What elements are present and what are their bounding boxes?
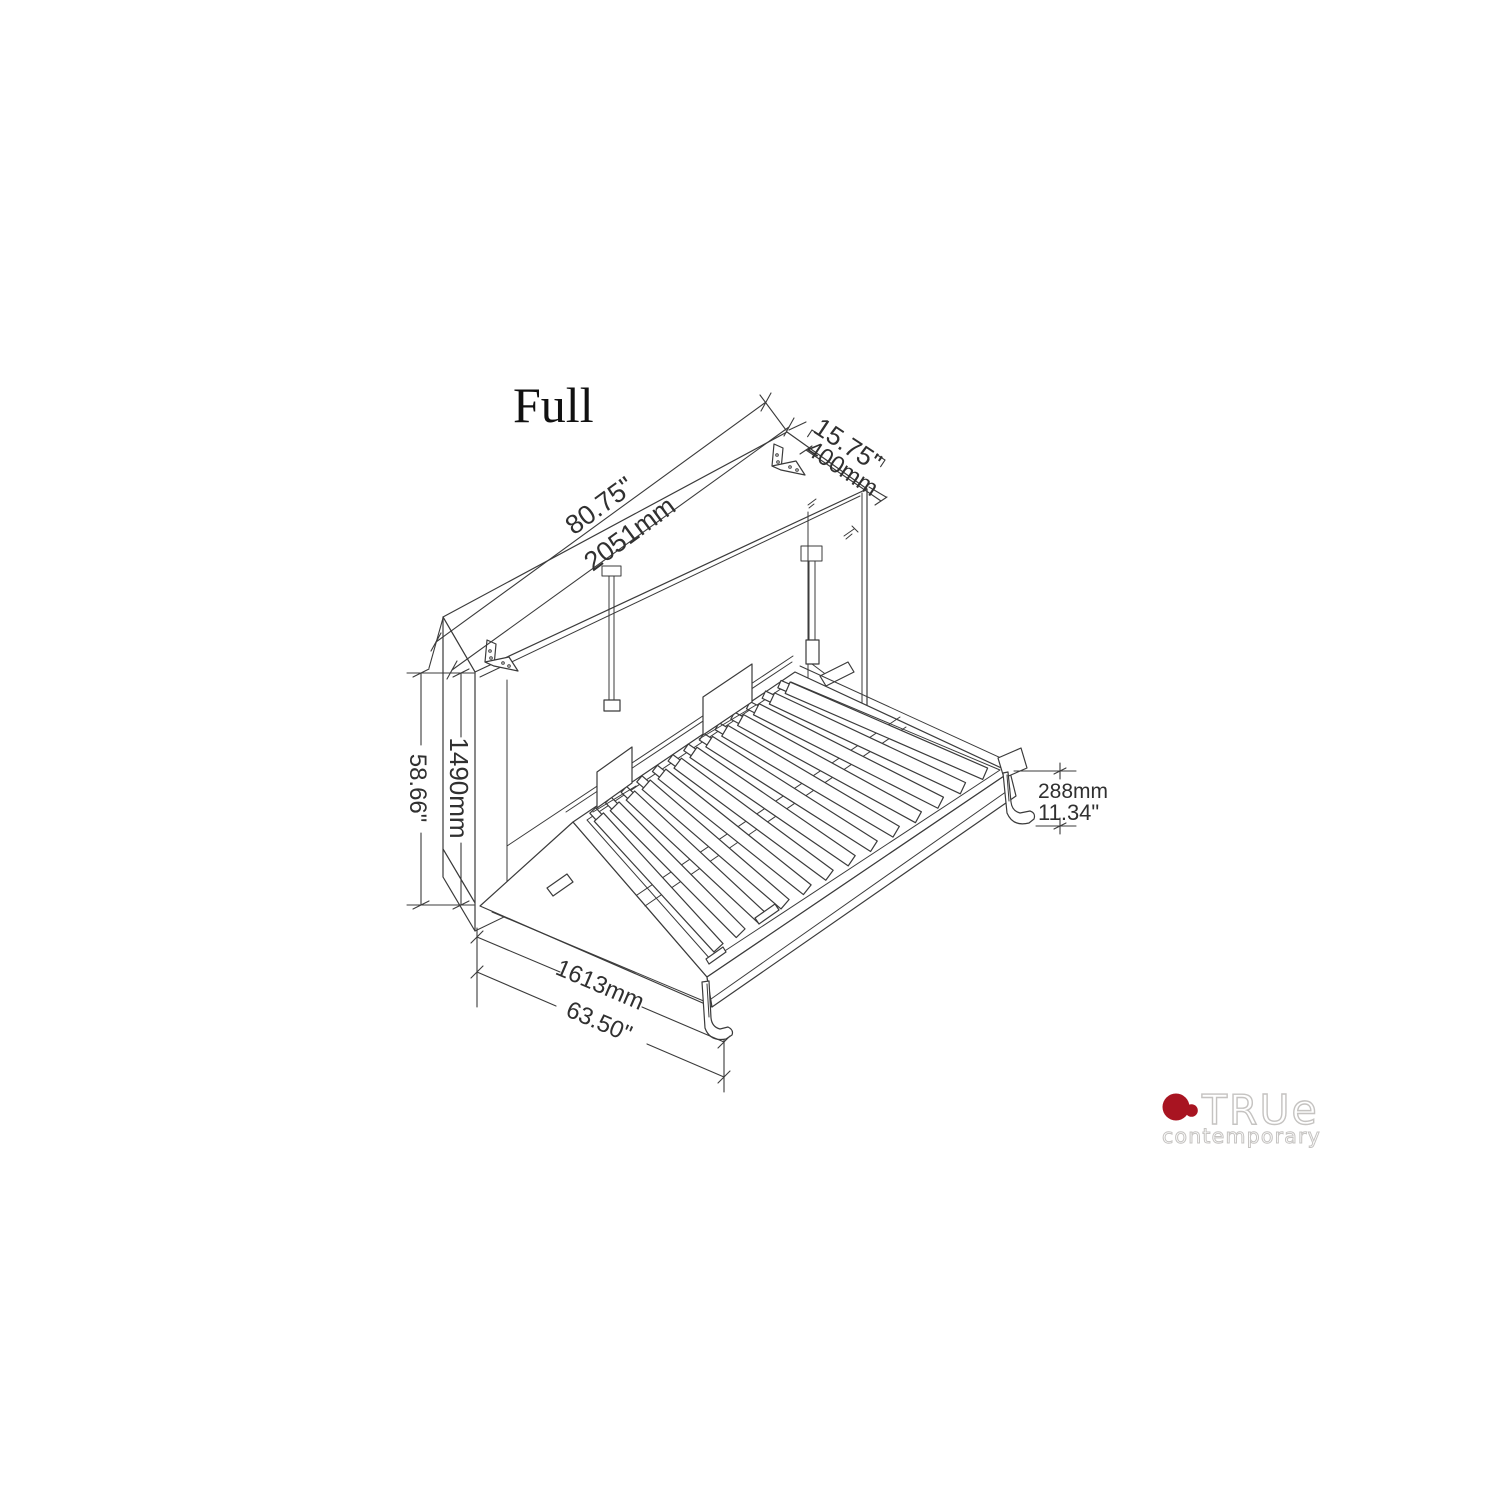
frame-latch [754, 903, 780, 925]
slat [641, 779, 790, 910]
dimension-line [435, 401, 767, 643]
dim-cabinet-height: 58.66" 1490mm [404, 668, 475, 910]
extension-line [868, 486, 887, 498]
dimension-ticks [430, 392, 795, 680]
size-title: Full [513, 377, 594, 433]
gas-strut-right [800, 545, 855, 687]
bracket-hole [788, 465, 792, 469]
gas-strut-left [601, 565, 622, 712]
dim-height-inches: 58.66" [404, 754, 431, 823]
strut-top-mount [800, 545, 823, 562]
leg-inner-line [706, 983, 710, 1018]
slat [768, 692, 967, 795]
leg-inner-line [1006, 774, 1010, 802]
dimension-line [805, 449, 882, 502]
logo-brand-text: TRUe [1201, 1086, 1319, 1134]
corner-block [997, 747, 1028, 779]
strut-top-mount-left [601, 565, 622, 577]
dim-leg-height: 288mm 11.34" [1013, 762, 1108, 835]
bracket-hole [501, 661, 505, 665]
cabinet-top-face [442, 431, 868, 673]
bracket-hole [775, 453, 779, 457]
slat [784, 681, 989, 780]
dimension-line [476, 971, 725, 1078]
bracket-hole [795, 468, 799, 472]
strut-rod [808, 560, 816, 641]
strut-rod-left [608, 575, 615, 701]
right-rail-outer-line [799, 665, 1015, 765]
bracket-hole [507, 664, 511, 668]
slat [752, 703, 945, 809]
slat [705, 735, 878, 853]
bracket-hook-right [876, 453, 886, 468]
front-right-leg [1002, 771, 1036, 825]
dimension-ticks [470, 965, 731, 1084]
strut-foot-left [603, 699, 621, 712]
hinge-bracket [546, 873, 574, 897]
mattress-retainer-plate [596, 746, 633, 809]
cabinet-top-front-edge-inner [479, 495, 861, 678]
logo-tagline-text: contemporary [1162, 1124, 1321, 1148]
wall-bracket-left [484, 639, 519, 672]
dimension-line [451, 426, 790, 671]
slat [673, 757, 834, 881]
slat [689, 746, 856, 867]
slats [589, 679, 989, 953]
dim-leg-mm: 288mm [1038, 780, 1108, 803]
screw-icon [807, 498, 817, 509]
frame-latch [705, 946, 727, 965]
strut-lower-bracket [819, 661, 855, 687]
bracket-hole [776, 460, 780, 464]
dimension-ticks [470, 930, 731, 1049]
dimension-ticks [1053, 767, 1067, 830]
slat [737, 713, 922, 824]
wall-bracket-right [771, 443, 806, 476]
leg-shape [1002, 771, 1036, 825]
logo-dot-large [1162, 1093, 1190, 1121]
dimension-ticks [412, 668, 470, 910]
logo-dot-small [1185, 1104, 1198, 1117]
bed-platform [479, 661, 1036, 1041]
platform-front-inner-line [710, 788, 1011, 1000]
extension-line [788, 421, 807, 431]
strut-piston [805, 639, 820, 665]
slat [593, 812, 724, 953]
screw-icon [843, 525, 859, 540]
slat [609, 801, 746, 939]
retainer-plate-foot [698, 704, 757, 740]
slat [657, 768, 812, 896]
mattress-retainer-plate [702, 663, 753, 736]
retainer-plate-foot [592, 785, 637, 813]
dim-height-mm: 1490mm [444, 737, 474, 838]
brand-logo: TRUe contemporary [1162, 1085, 1321, 1148]
dim-leg-inches: 11.34" [1038, 800, 1099, 825]
bracket-hook-left [807, 429, 821, 438]
slat [721, 724, 900, 838]
dimension-line [476, 936, 725, 1043]
extension-line [759, 394, 787, 431]
cabinet-base [442, 848, 476, 932]
bracket-hole [488, 649, 492, 653]
bracket-hole [489, 656, 493, 660]
dimension-ticks [799, 445, 888, 506]
platform-underside-edge [491, 911, 707, 1003]
